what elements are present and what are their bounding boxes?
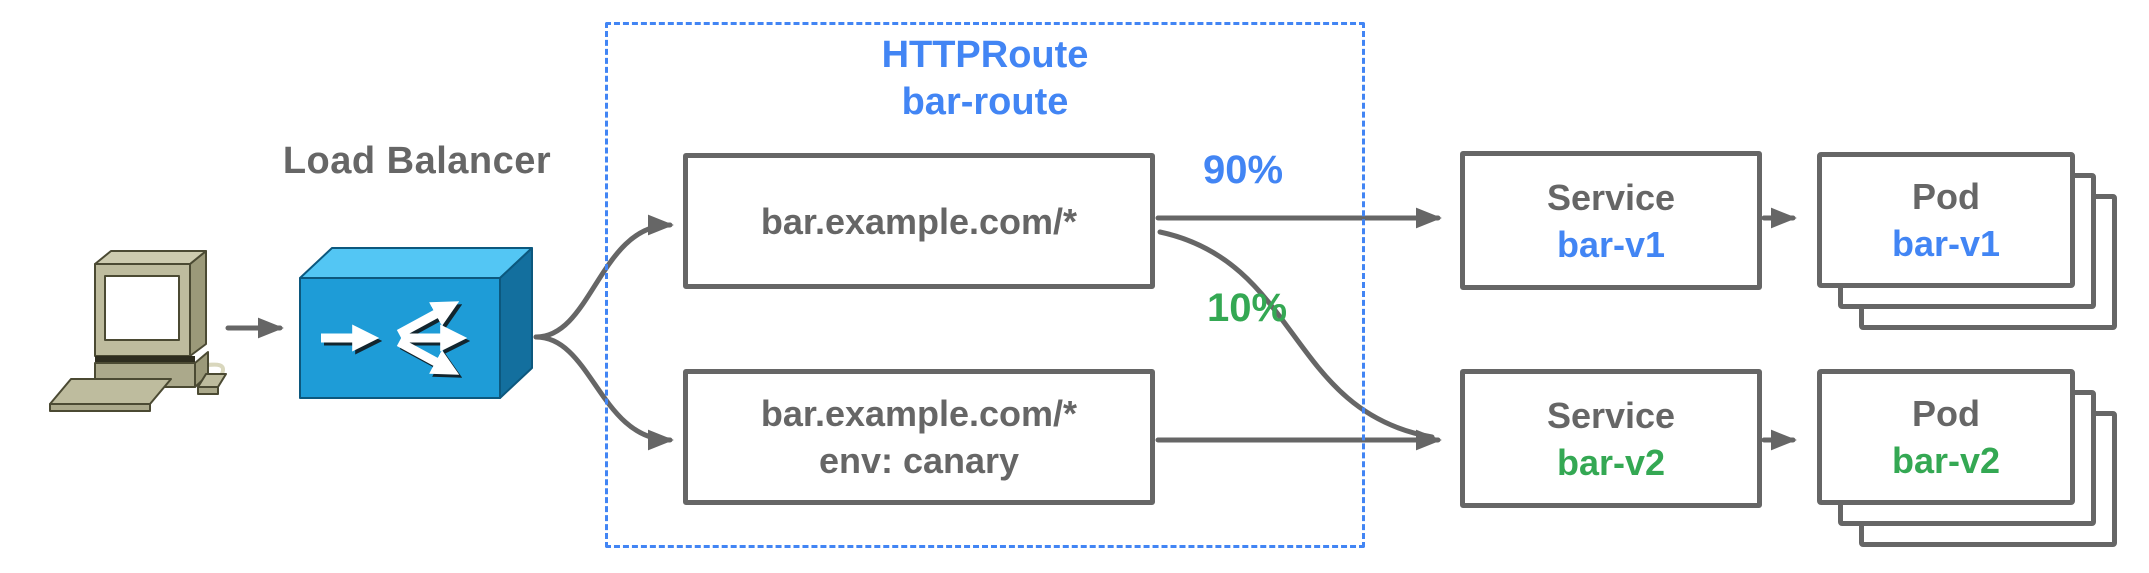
route-rule-1-box: bar.example.com/*	[683, 153, 1155, 289]
httproute-kind-label: HTTPRoute	[881, 34, 1089, 76]
route-rule-2-match: bar.example.com/*	[760, 393, 1078, 434]
load-balancer-icon	[299, 247, 533, 399]
service-bar-v1-box: Service bar-v1	[1460, 151, 1762, 290]
pod-kind-label: Pod	[1912, 176, 1980, 217]
pod-bar-v2-card: Pod bar-v2	[1817, 369, 2075, 505]
pod-bar-v2-stack: Pod bar-v2	[1817, 369, 2119, 549]
service-kind-label: Service	[1546, 394, 1676, 436]
pod-name-label: bar-v1	[1891, 223, 2001, 264]
computer-shapes	[49, 250, 227, 412]
service-name-label: bar-v1	[1556, 223, 1666, 265]
mouse-edge	[197, 386, 219, 395]
route-rule-1-match: bar.example.com/*	[760, 200, 1078, 242]
rule1-to-service2-curve	[1157, 229, 1435, 440]
pod-bar-v1-stack: Pod bar-v1	[1817, 152, 2119, 332]
keyboard-edge	[49, 403, 151, 412]
monitor-top	[94, 250, 207, 265]
monitor-base-gap	[95, 356, 195, 363]
lb-to-rule1-arrow	[533, 214, 674, 340]
service-bar-v2-box: Service bar-v2	[1460, 369, 1762, 508]
lb-to-rule2-arrow	[533, 334, 674, 451]
service-kind-label: Service	[1546, 176, 1676, 218]
pod-bar-v1-card: Pod bar-v1	[1817, 152, 2075, 288]
monitor-screen	[104, 275, 180, 341]
pod-kind-label: Pod	[1912, 393, 1980, 434]
httproute-name-label: bar-route	[901, 81, 1069, 123]
lb-split-arrows	[321, 301, 468, 375]
service-name-label: bar-v2	[1556, 441, 1666, 483]
weight-90-label: 90%	[1203, 148, 1284, 192]
load-balancer-label: Load Balancer	[282, 140, 552, 182]
monitor-side	[189, 250, 207, 357]
httproute-title: HTTPRoute bar-route	[605, 32, 1365, 126]
weight-10-label: 10%	[1207, 286, 1288, 330]
keyboard-top	[49, 378, 172, 405]
lb-top-face	[299, 247, 533, 279]
route-rule-2-detail: env: canary	[818, 440, 1020, 481]
route-rule-2-box: bar.example.com/* env: canary	[683, 369, 1155, 505]
httproute-group-box	[605, 22, 1365, 548]
pod-name-label: bar-v2	[1891, 440, 2001, 481]
desktop-computer-icon	[49, 250, 227, 412]
